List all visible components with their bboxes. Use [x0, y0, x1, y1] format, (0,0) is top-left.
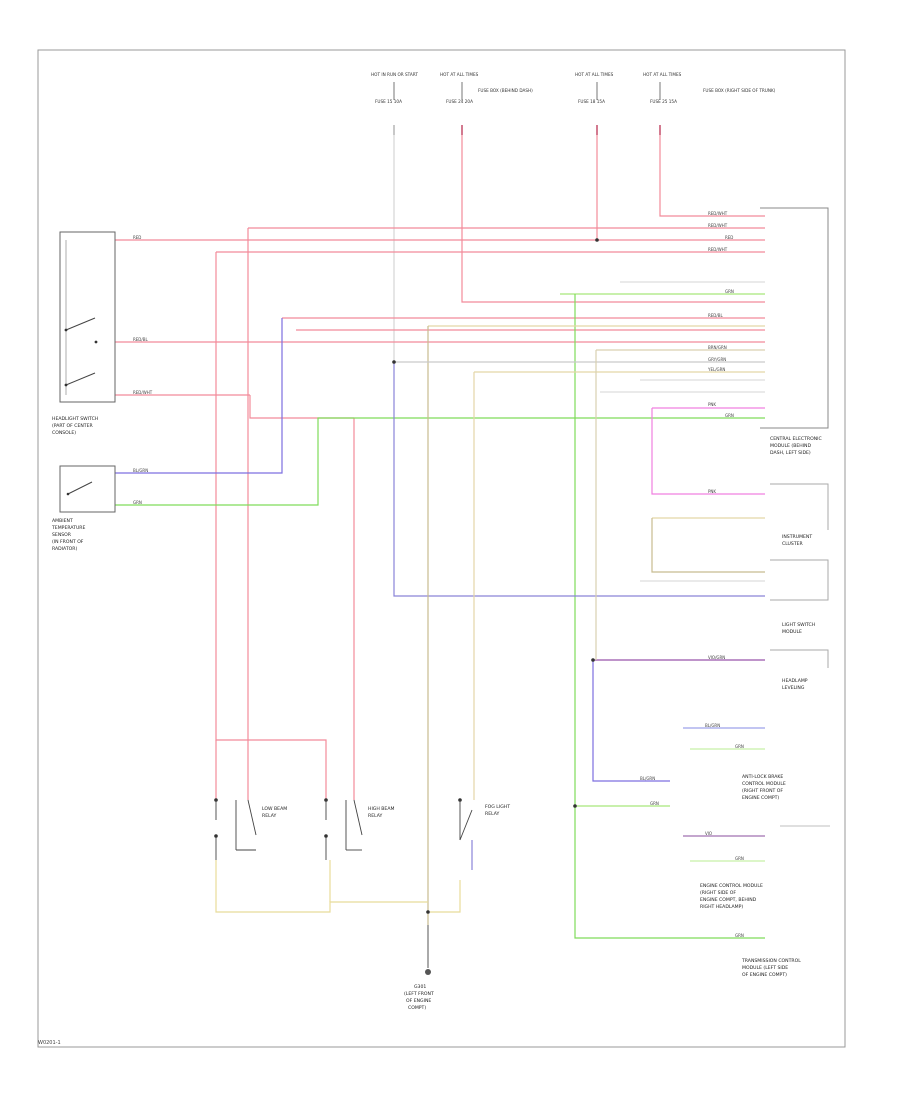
ecm-label-4: RIGHT HEADLAMP) [700, 904, 743, 910]
light-switch-label-1: LIGHT SWITCH [782, 622, 815, 628]
central-electronic-module: CENTRAL ELECTRONIC MODULE (BEHIND DASH, … [707, 207, 829, 456]
wire-label-bl-grn-abs: BL/GRN [705, 723, 720, 728]
wire-label-bl-grn: BL/GRN [133, 468, 148, 473]
wire-label-red-bl: RED/BL [133, 337, 148, 342]
wire-label-grn-tcm: GRN [735, 933, 744, 938]
temp-sensor-label-1: AMBIENT [52, 518, 73, 524]
ground-g301: G301 (LEFT FRONT OF ENGINE COMPT) [404, 925, 434, 1011]
temp-sensor-label-3: SENSOR [52, 532, 72, 538]
fuse-1-label: FUSE 15 10A [375, 99, 402, 104]
wire-label-pnk-ic: PNK [708, 489, 716, 494]
headlamp-label-2: LEVELING [782, 685, 805, 691]
abs-label-4: ENGINE COMPT) [742, 795, 779, 801]
wire-label-red-bl-r6: RED/BL [708, 313, 723, 318]
cem-label-1: CENTRAL ELECTRONIC [770, 436, 822, 442]
wire-label-grn-ecm: GRN [735, 856, 744, 861]
headlamp-leveling-module: HEADLAMP LEVELING VIO/GRN [708, 649, 829, 691]
fog-relay-label-2: RELAY [485, 811, 500, 817]
ambient-temperature-sensor: AMBIENT TEMPERATURE SENSOR (IN FRONT OF … [51, 465, 148, 552]
high-beam-relay: HIGH BEAM RELAY [324, 798, 394, 860]
cem-label-2: MODULE (BEHIND [770, 443, 811, 449]
wire-label-red-wht-r4: RED/WHT [708, 247, 728, 252]
light-switch-module: LIGHT SWITCH MODULE [770, 559, 829, 635]
wire-label-pnk: PNK [708, 402, 716, 407]
wire-label-grn-abs: GRN [735, 744, 744, 749]
fuse-2-header: HOT AT ALL TIMES [440, 72, 479, 77]
ecm-label-1: ENGINE CONTROL MODULE [700, 883, 763, 889]
wire-label-grn: GRN [133, 500, 142, 505]
ground-label-1: G301 [414, 984, 426, 990]
high-beam-relay-label-2: RELAY [368, 813, 383, 819]
wire-label-gry-grn: GRY/GRN [708, 357, 726, 362]
wire-label-grn-r5: GRN [725, 289, 734, 294]
headlight-switch-label-1: HEADLIGHT SWITCH [52, 416, 98, 422]
ecm-label-3: ENGINE COMPT, BEHIND [700, 897, 757, 903]
diagram-code: W0201-1 [38, 1040, 61, 1046]
headlight-switch: HEADLIGHT SWITCH (PART OF CENTER CONSOLE… [52, 231, 153, 436]
wire-label-vio-grn: VIO/GRN [708, 655, 725, 660]
wire-label-grn-r7: GRN [725, 413, 734, 418]
fog-relay-label-1: FOG LIGHT [485, 804, 510, 810]
tcm-label-3: OF ENGINE COMPT) [742, 972, 787, 978]
ground-label-3: OF ENGINE [406, 998, 431, 1004]
wire-label-red-wht-r1: RED/WHT [708, 211, 728, 216]
ground-label-4: COMPT) [408, 1005, 426, 1011]
wire-label-yel-grn: YEL/GRN [707, 367, 725, 372]
low-beam-relay-label-1: LOW BEAM [262, 806, 287, 812]
headlight-switch-label-3: CONSOLE) [52, 430, 76, 436]
relays: LOW BEAM RELAY HIGH BEAM RELAY FOG LIGHT… [214, 798, 510, 860]
wire-label-red-wht: RED/WHT [133, 390, 153, 395]
fuse-box-label-1: FUSE BOX (BEHIND DASH) [478, 88, 533, 93]
ground-label-2: (LEFT FRONT [404, 991, 434, 997]
instrument-label-2: CLUSTER [782, 541, 804, 547]
temp-sensor-label-2: TEMPERATURE [51, 525, 85, 531]
wire-label-vio-ecm: VIO [705, 831, 712, 836]
low-beam-relay-label-2: RELAY [262, 813, 277, 819]
diagram-frame [37, 49, 846, 1048]
red-wires [115, 135, 765, 800]
abs-label-2: CONTROL MODULE [742, 781, 786, 787]
wire-label-red-1: RED [133, 235, 141, 240]
abs-label-3: (RIGHT FRONT OF [742, 788, 783, 794]
colored-wires [115, 281, 765, 939]
temp-sensor-label-5: RADIATOR) [52, 546, 77, 552]
low-beam-relay: LOW BEAM RELAY [214, 798, 287, 860]
fuse-4-header: HOT AT ALL TIMES [643, 72, 682, 77]
headlight-switch-label-2: (PART OF CENTER [52, 423, 94, 429]
high-beam-relay-label-1: HIGH BEAM [368, 806, 394, 812]
fuse-3-label: FUSE 18 15A [578, 99, 605, 104]
wire-label-grn-2: GRN [650, 801, 659, 806]
ecm-label-2: (RIGHT SIDE OF [700, 890, 736, 896]
light-switch-label-2: MODULE [782, 629, 802, 635]
lower-right-modules: ANTI-LOCK BRAKE CONTROL MODULE (RIGHT FR… [640, 723, 830, 978]
instrument-label-1: INSTRUMENT [782, 534, 812, 540]
fuse-1-header: HOT IN RUN OR START [371, 72, 418, 77]
fuse-2-label: FUSE 24 20A [446, 99, 473, 104]
abs-label-1: ANTI-LOCK BRAKE [742, 774, 783, 780]
wire-label-brn-grn: BRN/GRN [708, 345, 727, 350]
fuse-box-label-2: FUSE BOX (RIGHT SIDE OF TRUNK) [703, 88, 776, 93]
splice-dots [392, 238, 599, 914]
temp-sensor-label-4: (IN FRONT OF [52, 539, 84, 545]
wire-label-red-r3: RED [725, 235, 733, 240]
wire-label-red-wht-r2: RED/WHT [708, 223, 728, 228]
fog-light-relay: FOG LIGHT RELAY [458, 798, 510, 841]
tcm-label-1: TRANSMISSION CONTROL [741, 958, 801, 964]
headlamp-label-1: HEADLAMP [782, 678, 808, 684]
instrument-cluster: INSTRUMENT CLUSTER PNK [708, 483, 829, 547]
cem-label-3: DASH, LEFT SIDE) [770, 450, 811, 456]
tcm-label-2: MODULE (LEFT SIDE [742, 965, 788, 971]
top-fuse-feeds: HOT IN RUN OR START FUSE 15 10A HOT AT A… [371, 72, 776, 135]
fuse-3-header: HOT AT ALL TIMES [575, 72, 614, 77]
fuse-4-label: FUSE 25 15A [650, 99, 677, 104]
wire-label-bl-grn-2: BL/GRN [640, 776, 655, 781]
